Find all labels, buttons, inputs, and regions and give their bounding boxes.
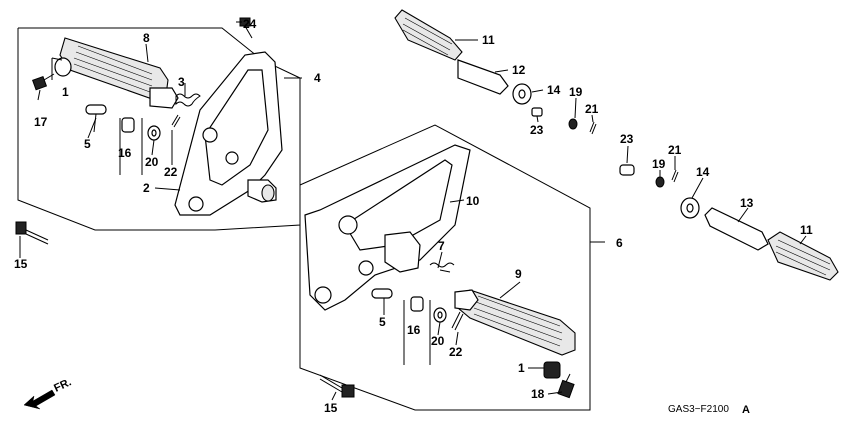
upper-footpeg-rubber-studs [402, 17, 453, 56]
callout-16-right: 16 [407, 323, 421, 337]
upper-peg-assembly-1 [394, 9, 597, 135]
callout-22-left: 22 [164, 165, 178, 179]
front-arrow-icon [23, 389, 56, 410]
upper-peg-arm-12 [457, 59, 509, 95]
callout-18: 18 [531, 387, 545, 401]
right-collar-1 [543, 361, 561, 379]
right-footpeg-hinge [454, 289, 479, 311]
left-bracket-hole-2 [225, 151, 239, 165]
callout-11-right: 11 [800, 223, 813, 237]
callout-9: 9 [515, 267, 522, 281]
right-spring [429, 262, 455, 273]
right-bracket-boss [384, 231, 421, 273]
front-direction-indicator: FR. [23, 376, 73, 410]
callout-15-left: 15 [14, 257, 28, 271]
right-bolt-15 [319, 374, 355, 398]
diagram-code: GAS3−F2100 [668, 404, 729, 415]
upper-pin-23 [531, 107, 543, 117]
callout-1-left: 1 [62, 85, 69, 99]
right-step-assembly [299, 124, 591, 411]
callout-21-top: 21 [585, 102, 599, 116]
left-bracket-cutout [204, 69, 269, 186]
left-cotter-pin-22 [171, 114, 181, 128]
callout-5-right: 5 [379, 315, 386, 329]
callout-10: 10 [466, 194, 480, 208]
callout-2: 2 [143, 181, 150, 195]
left-bolt-17 [32, 73, 55, 91]
left-bolt-15 [15, 221, 49, 245]
right-washer-20-hole [437, 311, 443, 319]
lower-peg-arm-13 [704, 207, 769, 251]
callout-16-left: 16 [118, 146, 132, 160]
callout-7: 7 [438, 239, 445, 253]
callout-19-top: 19 [569, 85, 583, 99]
callout-20-left: 20 [145, 155, 159, 169]
right-bracket-hole-3 [358, 260, 374, 276]
right-footpeg-ribs [473, 295, 563, 347]
lower-footpeg-rubber [767, 231, 839, 281]
callout-5-left: 5 [84, 137, 91, 151]
callout-13: 13 [740, 196, 754, 210]
right-group-outline [299, 124, 591, 411]
callout-22-right: 22 [449, 345, 463, 359]
callout-21-right: 21 [668, 143, 682, 157]
callout-12: 12 [512, 63, 526, 77]
right-collar-16 [410, 296, 424, 312]
left-footpeg-hinge [149, 87, 179, 109]
callout-19-right: 19 [652, 157, 666, 171]
lower-footpeg-rubber-studs [775, 239, 831, 276]
lower-washer-19 [655, 176, 665, 188]
callout-14-top: 14 [547, 83, 561, 97]
left-pivot-pin [261, 184, 275, 202]
left-spring [175, 93, 201, 107]
front-direction-label: FR. [52, 376, 73, 394]
callout-6: 6 [616, 236, 623, 250]
right-leader-lines [331, 199, 605, 401]
callout-1-right: 1 [518, 361, 525, 375]
lower-washer-14-hole [686, 203, 694, 213]
left-bracket-hole-1 [202, 127, 218, 143]
callout-24: 24 [243, 17, 257, 31]
callout-11-top: 11 [482, 33, 495, 47]
right-bolt-18 [557, 373, 575, 399]
upper-leader-lines [455, 39, 807, 245]
callout-17: 17 [34, 115, 48, 129]
right-cotter-pin-22 [451, 311, 464, 331]
callout-4: 4 [314, 71, 321, 85]
callout-15-right: 15 [324, 401, 338, 415]
callout-20-right: 20 [431, 334, 445, 348]
callout-labels: 24 8 3 4 1 17 5 16 20 22 2 15 11 12 14 1… [14, 17, 813, 415]
callout-14-right: 14 [696, 165, 710, 179]
callout-23-right: 23 [620, 132, 634, 146]
left-step-assembly [15, 17, 301, 245]
upper-peg-assembly-2 [619, 164, 839, 281]
upper-washer-19 [568, 118, 578, 130]
left-pin-5 [85, 104, 107, 133]
left-collar-16 [121, 117, 135, 133]
upper-washer-14-hole [518, 89, 526, 99]
left-collar [54, 57, 72, 77]
upper-footpeg-rubber [394, 9, 463, 61]
upper-cotter-21 [589, 121, 597, 135]
right-bracket-hole-2 [314, 286, 332, 304]
left-leader-lines [19, 21, 302, 258]
lower-pin-23 [619, 164, 635, 176]
right-bracket-hole-1 [338, 215, 358, 235]
callout-8: 8 [143, 31, 150, 45]
right-bracket-cutout [344, 159, 453, 251]
lower-cotter-21 [671, 169, 679, 183]
left-washer-20-hole [151, 129, 157, 137]
callout-3: 3 [178, 75, 185, 89]
left-footpeg-ribs [73, 45, 153, 93]
diagram-code-suffix: A [742, 404, 750, 416]
left-bracket-hole-3 [188, 196, 204, 212]
right-pin-5 [371, 288, 393, 299]
callout-23-top: 23 [530, 123, 544, 137]
